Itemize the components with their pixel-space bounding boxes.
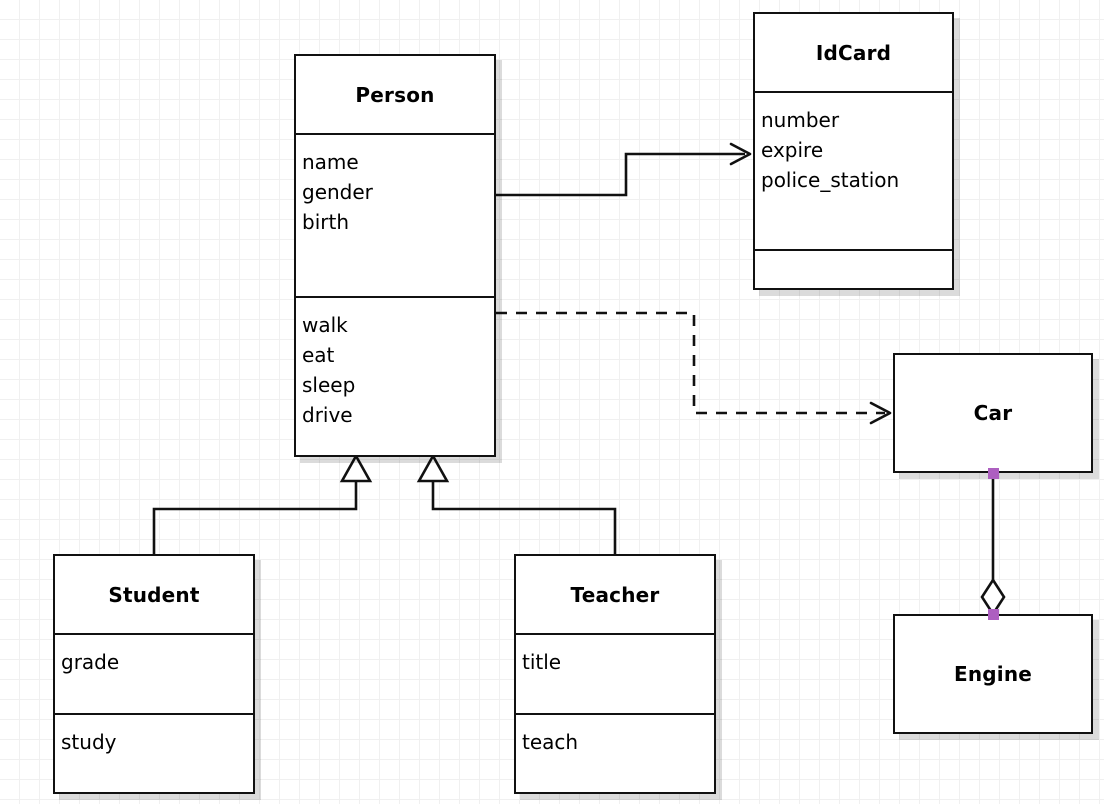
operation-item: walk: [302, 313, 348, 337]
class-title-idcard: IdCard: [755, 14, 952, 91]
class-title-student: Student: [55, 556, 253, 633]
class-title-teacher: Teacher: [516, 556, 714, 633]
operation-item: drive: [302, 403, 353, 427]
class-attributes-person: name gender birth: [296, 133, 494, 296]
class-name-label: Teacher: [570, 582, 660, 607]
class-box-student[interactable]: Student grade study: [53, 554, 255, 794]
class-name-label: Student: [108, 582, 200, 607]
class-title-car: Car: [895, 355, 1091, 471]
open-arrowhead-icon: [729, 142, 752, 166]
generalization-line: [152, 475, 358, 554]
association-line: [496, 152, 745, 197]
attribute-item: name: [302, 150, 359, 174]
class-operations-teacher: teach: [516, 713, 714, 792]
selection-handle-engine-end[interactable]: [988, 609, 999, 620]
class-box-car[interactable]: Car: [893, 353, 1093, 473]
class-name-label: IdCard: [815, 40, 892, 65]
class-box-teacher[interactable]: Teacher title teach: [514, 554, 716, 794]
class-title-person: Person: [296, 56, 494, 133]
class-operations-idcard: [755, 249, 952, 288]
class-attributes-idcard: number expire police_station: [755, 91, 952, 249]
class-attributes-teacher: title: [516, 633, 714, 713]
attribute-item: birth: [302, 210, 349, 234]
relationship-person-idcard[interactable]: [496, 142, 752, 197]
dependency-line: [496, 311, 885, 415]
relationship-person-car[interactable]: [496, 311, 892, 425]
class-operations-student: study: [55, 713, 253, 792]
operation-item: eat: [302, 343, 335, 367]
class-name-label: Engine: [953, 662, 1033, 686]
attribute-item: grade: [61, 650, 120, 674]
attribute-item: title: [522, 650, 562, 674]
class-operations-person: walk eat sleep drive: [296, 296, 494, 457]
attribute-item: gender: [302, 180, 373, 204]
attribute-item: police_station: [761, 168, 900, 192]
operation-item: study: [61, 730, 117, 754]
class-name-label: Car: [973, 401, 1013, 425]
class-name-label: Person: [355, 82, 435, 107]
hollow-triangle-arrowhead-icon: [339, 453, 373, 483]
open-arrowhead-icon: [869, 401, 892, 425]
class-box-person[interactable]: Person name gender birth walk eat sleep …: [294, 54, 496, 457]
class-title-engine: Engine: [895, 616, 1091, 732]
relationship-car-engine[interactable]: [980, 473, 1006, 617]
class-box-idcard[interactable]: IdCard number expire police_station: [753, 12, 954, 290]
attribute-item: number: [761, 108, 840, 132]
selection-handle-car-end[interactable]: [988, 468, 999, 479]
hollow-triangle-arrowhead-icon: [416, 453, 450, 483]
operation-item: sleep: [302, 373, 356, 397]
relationship-student-person[interactable]: [152, 453, 373, 554]
class-box-engine[interactable]: Engine: [893, 614, 1093, 734]
generalization-line: [431, 475, 617, 554]
relationship-teacher-person[interactable]: [416, 453, 617, 554]
operation-item: teach: [522, 730, 579, 754]
class-attributes-student: grade: [55, 633, 253, 713]
attribute-item: expire: [761, 138, 824, 162]
